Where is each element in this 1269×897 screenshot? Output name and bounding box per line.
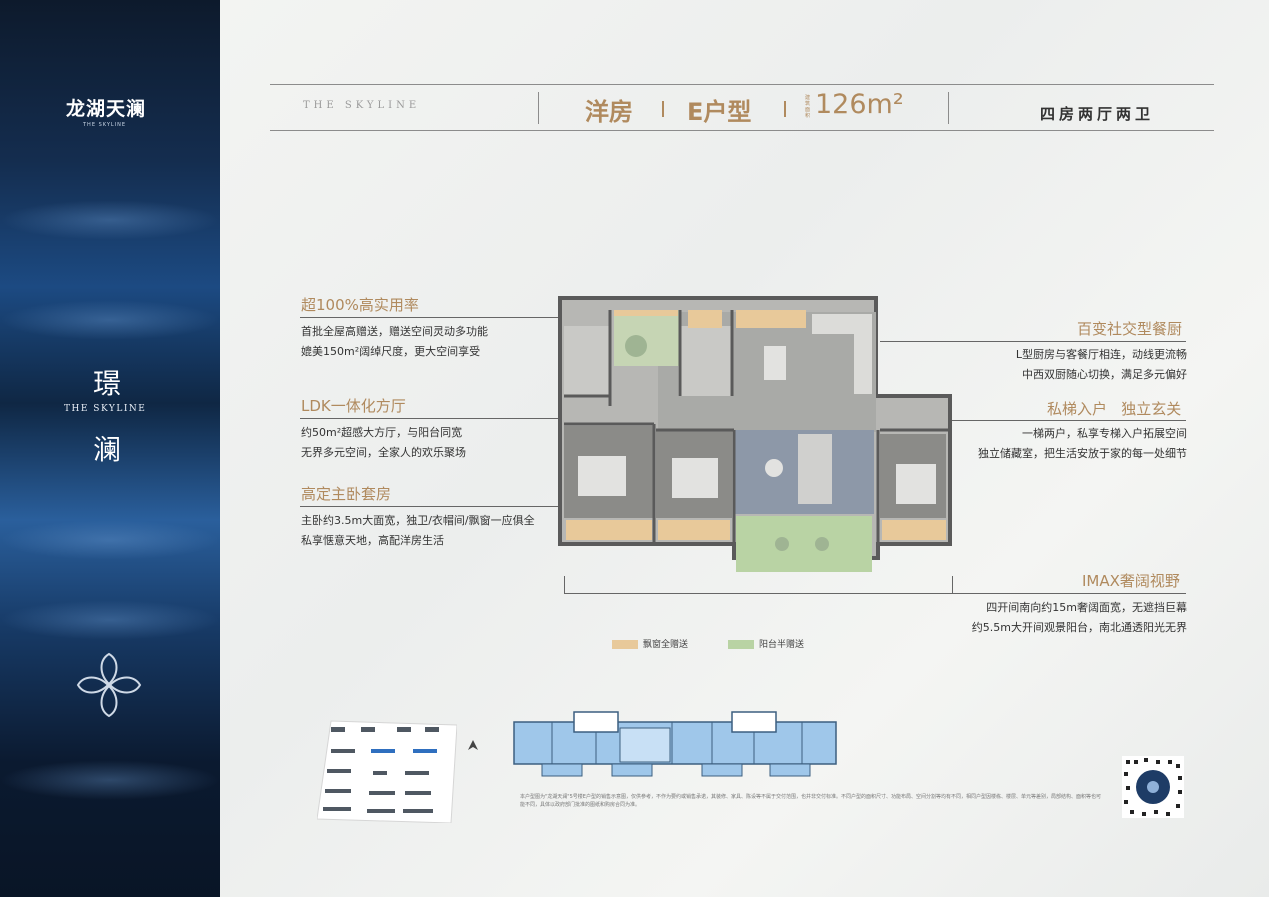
feature-rule bbox=[880, 341, 1186, 342]
sidebar-skyline: THE SKYLINE bbox=[64, 404, 147, 414]
feature-line: 四开间南向约15m奢阔面宽，无遮挡巨幕 bbox=[986, 601, 1187, 614]
feature-desc: 四开间南向约15m奢阔面宽，无遮挡巨幕 约5.5m大开间观景阳台，南北通透阳光无… bbox=[930, 598, 1187, 638]
feature-line: 主卧约3.5m大面宽，独卫/衣帽间/飘窗一应俱全 bbox=[301, 514, 535, 527]
feature-title: IMAX奢阔视野 bbox=[1082, 572, 1180, 590]
legend-swatch-balcony bbox=[728, 640, 754, 649]
header-area-label: 建筑面积 bbox=[805, 95, 811, 119]
legend-bay-window: 飘窗全赠送 bbox=[643, 640, 689, 650]
feature-desc: 约50m²超感大方厅，与阳台同宽 无界多元空间，全家人的欢乐聚场 bbox=[301, 423, 466, 463]
feature-line: L型厨房与客餐厅相连，动线更流畅 bbox=[1015, 348, 1187, 361]
water-texture bbox=[0, 200, 220, 240]
header-bottom-rule bbox=[270, 130, 1214, 131]
feature-title: LDK一体化方厅 bbox=[301, 397, 406, 415]
feature-title: 超100%高实用率 bbox=[301, 296, 419, 314]
header-skyline: THE SKYLINE bbox=[303, 100, 421, 111]
header-unit-type: E户型 bbox=[687, 98, 752, 126]
water-texture bbox=[0, 600, 220, 640]
sidebar-banner: 龙湖天澜 THE SKYLINE 璟 THE SKYLINE 澜 bbox=[0, 0, 220, 897]
header-top-rule bbox=[270, 84, 1214, 85]
header-divider bbox=[538, 92, 539, 124]
header-separator bbox=[784, 101, 786, 117]
feature-desc: 主卧约3.5m大面宽，独卫/衣帽间/飘窗一应俱全 私享惬意天地，高配洋房生活 bbox=[301, 511, 535, 551]
feature-desc: 一梯两户，私享专梯入户拓展空间 独立储藏室，把生活安放于家的每一处细节 bbox=[960, 424, 1187, 464]
legend-balcony: 阳台半赠送 bbox=[759, 640, 805, 650]
feature-line: 无界多元空间，全家人的欢乐聚场 bbox=[301, 446, 466, 459]
water-texture bbox=[0, 760, 220, 800]
feature-line: 约5.5m大开间观景阳台，南北通透阳光无界 bbox=[971, 621, 1187, 634]
feature-title: 高定主卧套房 bbox=[301, 485, 392, 503]
feature-title: 百变社交型餐厨 bbox=[1077, 320, 1183, 338]
flower-emblem-icon bbox=[76, 652, 142, 718]
feature-rule bbox=[300, 506, 600, 507]
feature-rule bbox=[300, 317, 558, 318]
feature-rule bbox=[300, 418, 600, 419]
brand-logo: 龙湖天澜 bbox=[66, 98, 147, 120]
feature-title: 私梯入户 独立玄关 bbox=[1047, 400, 1182, 418]
feature-rule bbox=[952, 420, 1186, 421]
feature-line: 中西双厨随心切换，满足多元偏好 bbox=[1022, 368, 1187, 381]
feature-line: 首批全屋高赠送，赠送空间灵动多功能 bbox=[301, 325, 488, 338]
feature-line: 媲美150m²阔绰尺度，更大空间享受 bbox=[301, 345, 481, 358]
site-plan-map bbox=[317, 720, 457, 823]
header-area: 126m² bbox=[815, 89, 904, 120]
feature-line: 独立储藏室，把生活安放于家的每一处细节 bbox=[978, 447, 1187, 460]
feature-rule bbox=[564, 593, 1186, 594]
feature-desc: L型厨房与客餐厅相连，动线更流畅 中西双厨随心切换，满足多元偏好 bbox=[1005, 345, 1187, 385]
feature-line: 一梯两户，私享专梯入户拓展空间 bbox=[1022, 427, 1187, 440]
header-separator bbox=[662, 101, 664, 117]
legend-swatch-bay-window bbox=[612, 640, 638, 649]
dimension-tick bbox=[564, 576, 565, 593]
header-category: 洋房 bbox=[585, 98, 633, 126]
qr-code[interactable] bbox=[1122, 756, 1184, 818]
north-arrow-icon bbox=[468, 740, 478, 750]
header-divider bbox=[948, 92, 949, 124]
sidebar-char-bottom: 澜 bbox=[93, 433, 122, 466]
water-texture bbox=[0, 520, 220, 560]
water-texture bbox=[0, 300, 220, 340]
sidebar-char-top: 璟 bbox=[93, 367, 122, 400]
disclaimer-text: 本户型图为"龙湖天澜"5号楼E户型的销售示意图，仅供参考，不作为要约或销售承诺，… bbox=[520, 794, 1101, 808]
floor-plan-drawing bbox=[558, 296, 952, 572]
feature-desc: 首批全屋高赠送，赠送空间灵动多功能 媲美150m²阔绰尺度，更大空间享受 bbox=[301, 322, 488, 362]
feature-line: 约50m²超感大方厅，与阳台同宽 bbox=[301, 426, 463, 439]
dimension-tick bbox=[952, 576, 953, 593]
header-rooms: 四房两厅两卫 bbox=[1040, 105, 1155, 123]
feature-line: 私享惬意天地，高配洋房生活 bbox=[301, 534, 444, 547]
brand-logo-subtitle: THE SKYLINE bbox=[83, 122, 127, 128]
building-key-plan bbox=[513, 711, 837, 777]
